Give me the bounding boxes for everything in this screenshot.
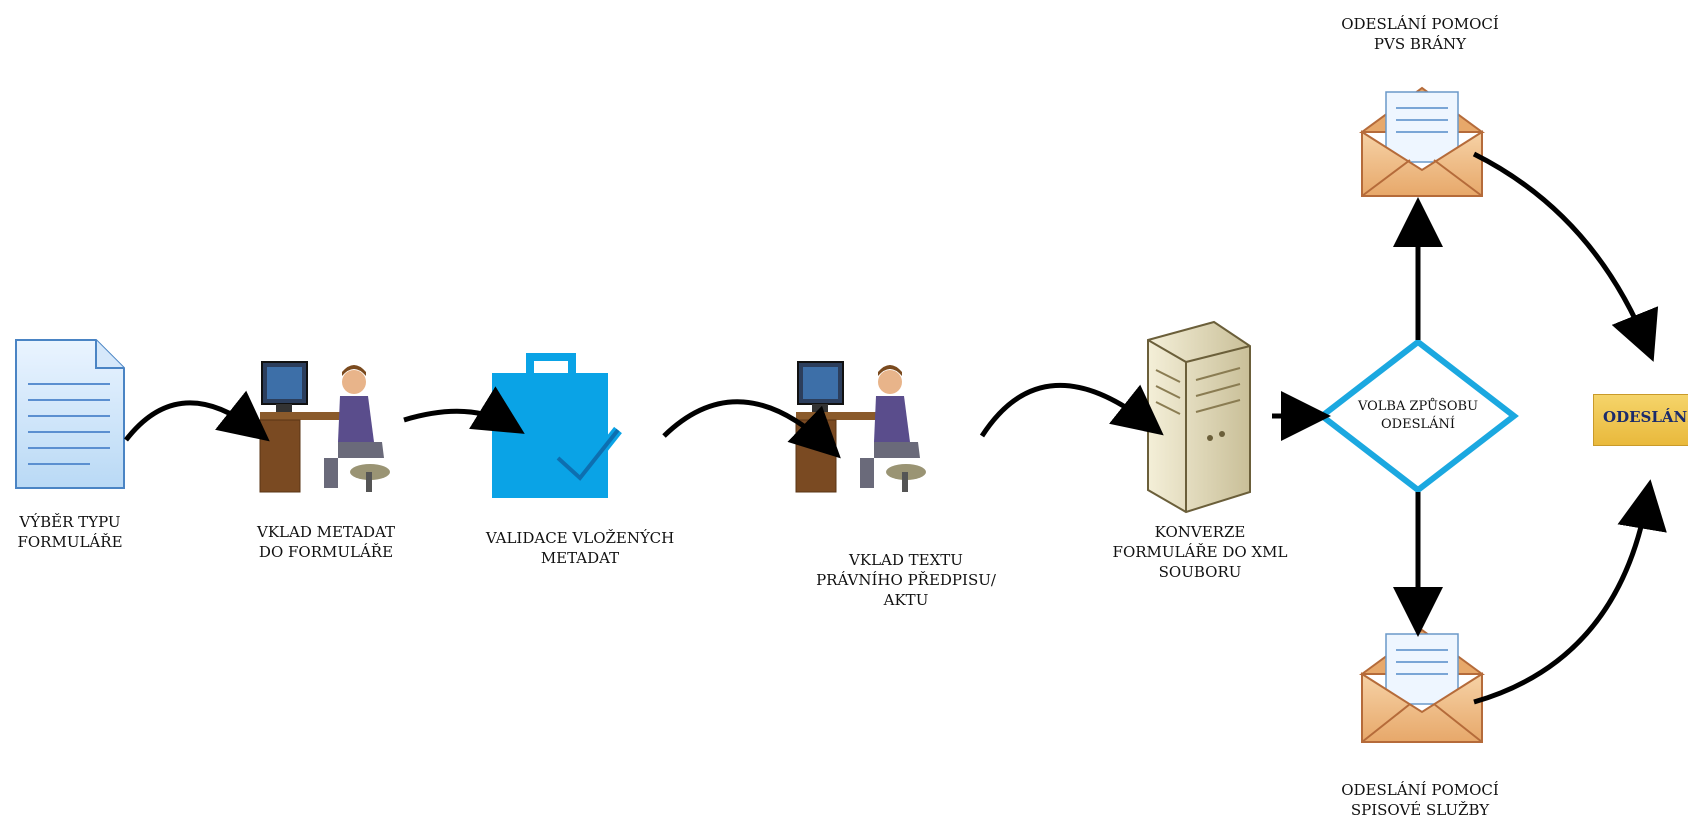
arrow-s3-s4 xyxy=(662,399,841,459)
flow-arrows xyxy=(124,151,1667,705)
envelope-letter-icon xyxy=(1358,628,1486,743)
arrow-s1-s2 xyxy=(124,390,270,442)
server-icon xyxy=(1147,320,1251,514)
final-label: ODESLÁNÍ xyxy=(1603,408,1688,426)
final-node xyxy=(1593,394,1688,446)
person-at-computer-icon xyxy=(259,361,390,493)
decision-diamond xyxy=(1317,338,1519,494)
arrow-bottom-final xyxy=(1473,479,1667,705)
person-at-computer-icon xyxy=(795,361,926,493)
arrow-top-final xyxy=(1472,151,1659,362)
arrow-s4-s5 xyxy=(979,382,1164,438)
arrow-s2-s3 xyxy=(403,386,525,434)
document-icon xyxy=(15,339,125,489)
envelope-letter-icon xyxy=(1358,86,1486,197)
